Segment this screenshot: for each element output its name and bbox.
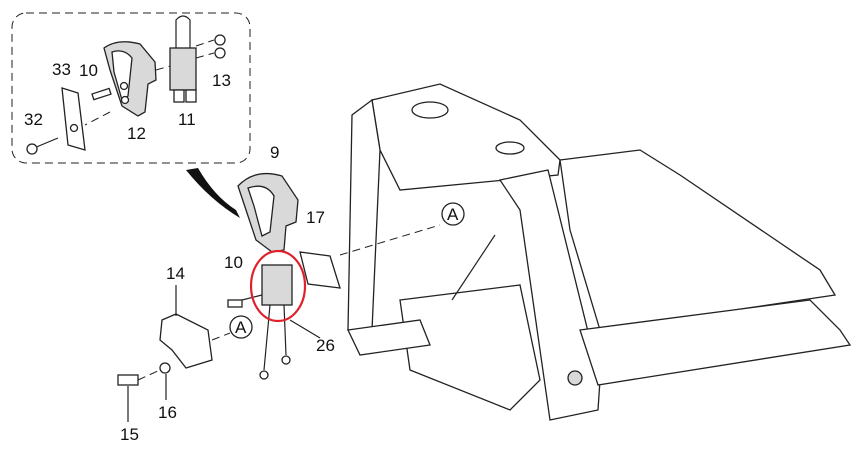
- connector: [261, 264, 293, 306]
- callout-32: 32: [24, 110, 43, 129]
- ref-a-bracket-circle: [229, 315, 253, 339]
- screw-32: [26, 143, 38, 155]
- callout-12: 12: [127, 124, 146, 143]
- plate-33: [61, 87, 86, 151]
- truck-frame: [347, 83, 852, 421]
- detail-arrow: [186, 168, 240, 218]
- callout-16: 16: [158, 403, 177, 422]
- connector-11: [169, 47, 197, 91]
- callout-9: 9: [270, 143, 279, 162]
- plate-17: [299, 251, 341, 289]
- ref-a-frame-circle: [441, 202, 465, 226]
- nut-13: [214, 34, 226, 46]
- callout-15: 15: [120, 425, 139, 444]
- callout-13: 13: [212, 71, 231, 90]
- washer-16: [159, 362, 171, 374]
- bracket-14: [159, 313, 213, 369]
- callout-inset-10: 10: [79, 61, 98, 80]
- callout-26: 26: [316, 336, 335, 355]
- screw-15: [117, 374, 139, 386]
- callout-33: 33: [52, 60, 71, 79]
- cable-26: [263, 304, 287, 371]
- bolt-10-main: [227, 299, 243, 308]
- nut-13b: [214, 47, 226, 59]
- callout-14: 14: [166, 264, 185, 283]
- callout-11: 11: [178, 110, 196, 129]
- callout-10: 10: [224, 253, 243, 272]
- bolt-10: [91, 87, 112, 101]
- callout-17: 17: [306, 208, 325, 227]
- highlight-circle: [249, 249, 307, 323]
- callout-a-bracket: A: [235, 318, 247, 337]
- callout-a-frame: A: [447, 205, 459, 224]
- detail-inset: [11, 12, 251, 164]
